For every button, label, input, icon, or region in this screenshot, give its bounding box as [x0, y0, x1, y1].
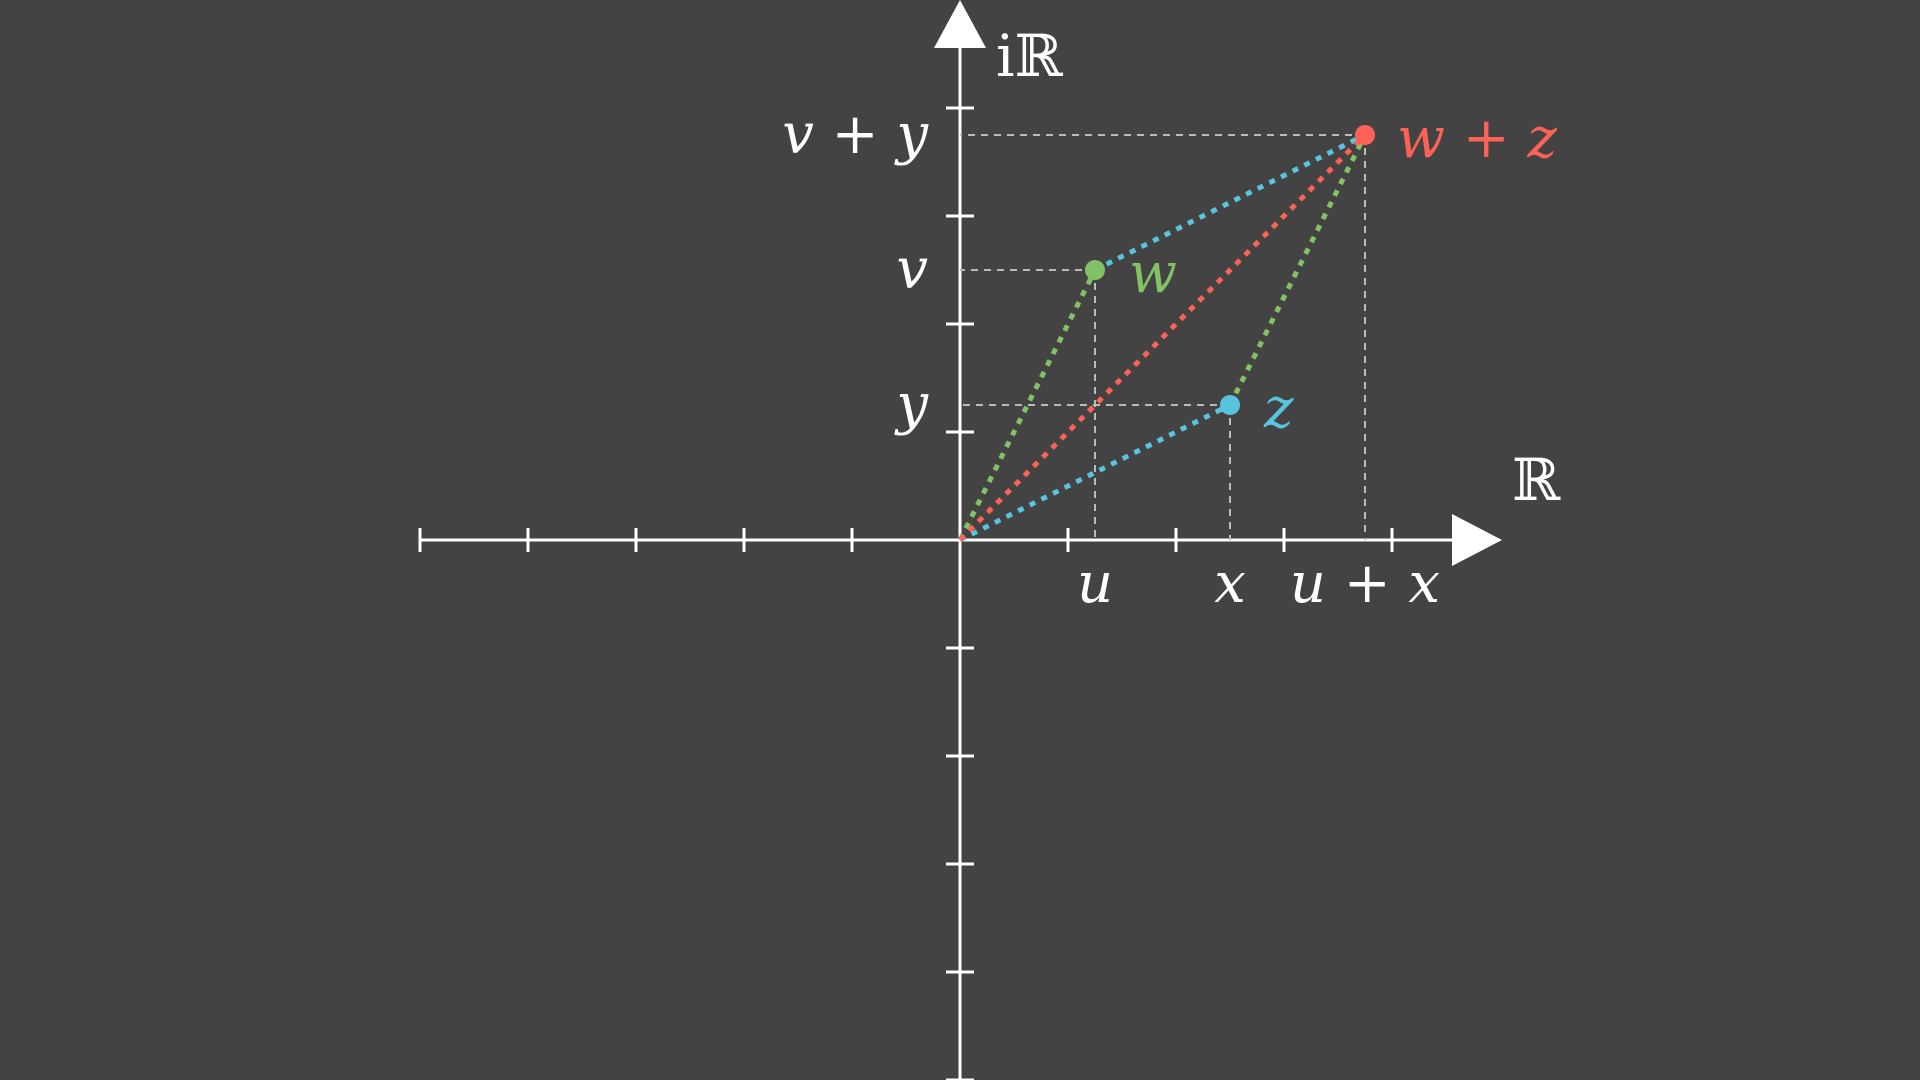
- axes: [418, 0, 1502, 1080]
- y-tick-label: v + y: [782, 102, 929, 167]
- parallelogram-edge: [958, 133, 1367, 542]
- projection-guides: [960, 134, 1366, 540]
- point-label-sum: w + z: [1397, 106, 1557, 171]
- point-label-w: w: [1129, 241, 1177, 306]
- parallelogram-edge: [958, 402, 1232, 543]
- real-axis-label: ℝ: [1512, 446, 1561, 514]
- parallelogram-edge: [1227, 133, 1368, 407]
- point-sum: [1355, 125, 1375, 145]
- parallelogram-edge: [957, 268, 1098, 542]
- points: [1085, 125, 1375, 415]
- point-label-z: z: [1263, 376, 1294, 441]
- parallelogram-edges: [957, 132, 1368, 543]
- labels: ℝ iℝ w z w + z u x u + x v + y v y: [782, 22, 1561, 616]
- imaginary-axis-label: iℝ: [996, 22, 1064, 90]
- x-tick-label: u + x: [1290, 551, 1440, 616]
- point-w: [1085, 260, 1105, 280]
- imaginary-axis-arrow-icon: [934, 0, 986, 48]
- parallelogram-edge: [1093, 132, 1367, 273]
- y-tick-label: y: [893, 372, 929, 437]
- point-z: [1220, 395, 1240, 415]
- real-axis-arrow-icon: [1452, 514, 1502, 566]
- x-tick-label: x: [1214, 551, 1246, 616]
- y-tick-label: v: [896, 237, 928, 302]
- x-tick-label: u: [1077, 551, 1113, 616]
